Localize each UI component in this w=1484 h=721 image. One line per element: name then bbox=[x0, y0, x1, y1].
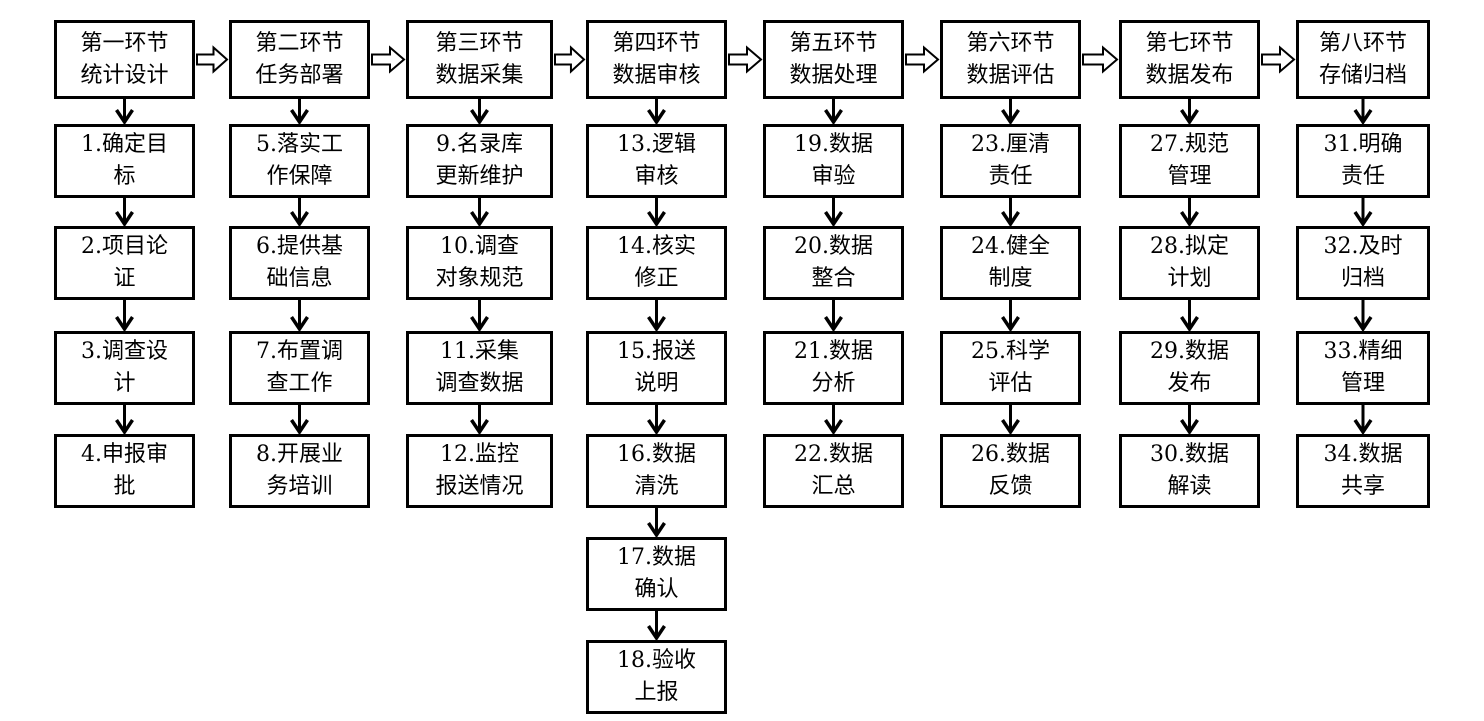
step-1: 1.确定目 标 bbox=[54, 124, 195, 198]
right-arrow-stage-4-to-5 bbox=[728, 45, 763, 74]
step-14: 14.核实 修正 bbox=[586, 226, 727, 300]
down-arrow-to-step-23-head bbox=[1001, 109, 1020, 126]
step-11: 11.采集 调查数据 bbox=[406, 331, 553, 405]
stage-4-header: 第四环节 数据审核 bbox=[586, 20, 727, 99]
step-2: 2.项目论 证 bbox=[54, 226, 195, 300]
stage-3-header: 第三环节 数据采集 bbox=[406, 20, 553, 99]
step-26: 26.数据 反馈 bbox=[940, 434, 1081, 508]
step-6: 6.提供基 础信息 bbox=[229, 226, 370, 300]
step-5: 5.落实工 作保障 bbox=[229, 124, 370, 198]
step-19: 19.数据 审验 bbox=[763, 124, 904, 198]
step-7: 7.布置调 查工作 bbox=[229, 331, 370, 405]
step-10: 10.调查 对象规范 bbox=[406, 226, 553, 300]
down-arrow-to-step-17-head bbox=[647, 522, 666, 539]
step-17: 17.数据 确认 bbox=[586, 537, 727, 611]
down-arrow-to-step-30-head bbox=[1180, 419, 1199, 436]
step-12: 12.监控 报送情况 bbox=[406, 434, 553, 508]
right-arrow-stage-1-to-2 bbox=[196, 45, 229, 74]
down-arrow-to-step-10-head bbox=[470, 211, 489, 228]
step-15: 15.报送 说明 bbox=[586, 331, 727, 405]
stage-6-header: 第六环节 数据评估 bbox=[940, 20, 1081, 99]
down-arrow-to-step-27-head bbox=[1180, 109, 1199, 126]
down-arrow-to-step-31-head bbox=[1353, 109, 1373, 126]
down-arrow-to-step-34-head bbox=[1353, 419, 1373, 436]
down-arrow-to-step-20-head bbox=[824, 211, 843, 228]
step-22: 22.数据 汇总 bbox=[763, 434, 904, 508]
step-9: 9.名录库 更新维护 bbox=[406, 124, 553, 198]
down-arrow-to-step-19-head bbox=[824, 109, 843, 126]
right-arrow-stage-5-to-6 bbox=[905, 45, 940, 74]
stage-8-header: 第八环节 存储归档 bbox=[1296, 20, 1430, 99]
right-arrow-stage-6-to-7 bbox=[1082, 45, 1119, 74]
step-27: 27.规范 管理 bbox=[1119, 124, 1260, 198]
step-8: 8.开展业 务培训 bbox=[229, 434, 370, 508]
down-arrow-to-step-13-head bbox=[647, 109, 666, 126]
down-arrow-to-step-8-head bbox=[290, 419, 309, 436]
down-arrow-to-step-18-head bbox=[647, 625, 666, 642]
down-arrow-to-step-11-head bbox=[470, 316, 489, 333]
step-3: 3.调查设 计 bbox=[54, 331, 195, 405]
down-arrow-to-step-26-head bbox=[1001, 419, 1020, 436]
stage-2-header: 第二环节 任务部署 bbox=[229, 20, 370, 99]
right-arrow-stage-2-to-3 bbox=[371, 45, 406, 74]
down-arrow-to-step-7-head bbox=[290, 316, 309, 333]
down-arrow-to-step-2-head bbox=[115, 211, 134, 228]
down-arrow-to-step-32-head bbox=[1353, 211, 1373, 228]
down-arrow-to-step-1-head bbox=[115, 109, 134, 126]
stage-1-header: 第一环节 统计设计 bbox=[54, 20, 195, 99]
step-4: 4.申报审 批 bbox=[54, 434, 195, 508]
step-23: 23.厘清 责任 bbox=[940, 124, 1081, 198]
down-arrow-to-step-12-head bbox=[470, 419, 489, 436]
step-33: 33.精细 管理 bbox=[1296, 331, 1430, 405]
down-arrow-to-step-33-head bbox=[1353, 316, 1373, 333]
down-arrow-to-step-15-head bbox=[647, 316, 666, 333]
down-arrow-to-step-21-head bbox=[824, 316, 843, 333]
step-28: 28.拟定 计划 bbox=[1119, 226, 1260, 300]
stage-7-header: 第七环节 数据发布 bbox=[1119, 20, 1260, 99]
step-20: 20.数据 整合 bbox=[763, 226, 904, 300]
down-arrow-to-step-3-head bbox=[115, 316, 134, 333]
right-arrow-stage-7-to-8 bbox=[1261, 45, 1296, 74]
step-34: 34.数据 共享 bbox=[1296, 434, 1430, 508]
step-30: 30.数据 解读 bbox=[1119, 434, 1260, 508]
step-16: 16.数据 清洗 bbox=[586, 434, 727, 508]
down-arrow-to-step-28-head bbox=[1180, 211, 1199, 228]
down-arrow-to-step-4-head bbox=[115, 419, 134, 436]
step-21: 21.数据 分析 bbox=[763, 331, 904, 405]
down-arrow-to-step-14-head bbox=[647, 211, 666, 228]
step-24: 24.健全 制度 bbox=[940, 226, 1081, 300]
down-arrow-to-step-22-head bbox=[824, 419, 843, 436]
down-arrow-to-step-9-head bbox=[470, 109, 489, 126]
down-arrow-to-step-29-head bbox=[1180, 316, 1199, 333]
step-29: 29.数据 发布 bbox=[1119, 331, 1260, 405]
stage-5-header: 第五环节 数据处理 bbox=[763, 20, 904, 99]
down-arrow-to-step-25-head bbox=[1001, 316, 1020, 333]
step-13: 13.逻辑 审核 bbox=[586, 124, 727, 198]
step-18: 18.验收 上报 bbox=[586, 640, 727, 714]
step-32: 32.及时 归档 bbox=[1296, 226, 1430, 300]
down-arrow-to-step-16-head bbox=[647, 419, 666, 436]
down-arrow-to-step-6-head bbox=[290, 211, 309, 228]
down-arrow-to-step-5-head bbox=[290, 109, 309, 126]
right-arrow-stage-3-to-4 bbox=[554, 45, 586, 74]
down-arrow-to-step-24-head bbox=[1001, 211, 1020, 228]
step-31: 31.明确 责任 bbox=[1296, 124, 1430, 198]
step-25: 25.科学 评估 bbox=[940, 331, 1081, 405]
